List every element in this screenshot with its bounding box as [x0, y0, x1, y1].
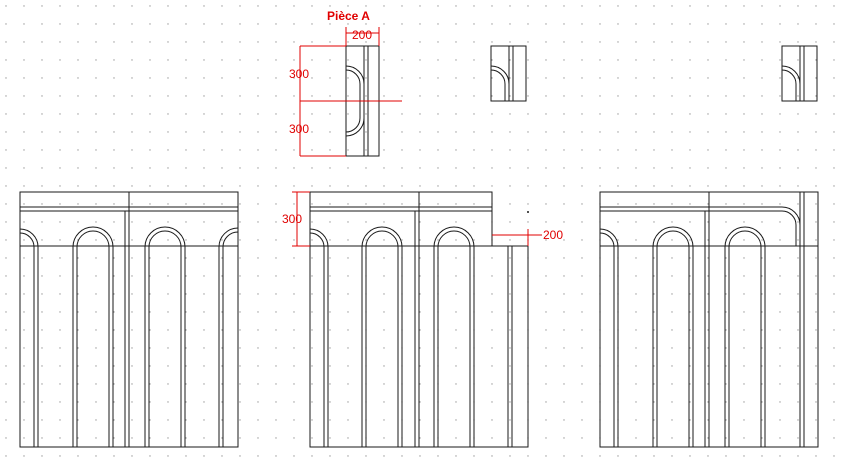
piece-title: Pièce A: [327, 9, 370, 23]
panel-1: [19, 191, 239, 448]
piece-variant-2: [490, 45, 527, 102]
dim-lower-height: 300: [289, 122, 309, 136]
panel-3: [599, 191, 819, 448]
dim-panel-height: 300: [282, 212, 302, 226]
dim-panel-width: 200: [543, 228, 563, 242]
dot-grid: [5, 5, 835, 457]
panel-2-dimensions: 300 200: [282, 191, 563, 247]
panel-2: [309, 191, 529, 448]
piece-variant-3: [781, 45, 818, 102]
piece-a-dimensions: 200 300 300: [289, 27, 402, 157]
dim-upper-height: 300: [289, 67, 309, 81]
dim-piece-width: 200: [352, 28, 372, 42]
